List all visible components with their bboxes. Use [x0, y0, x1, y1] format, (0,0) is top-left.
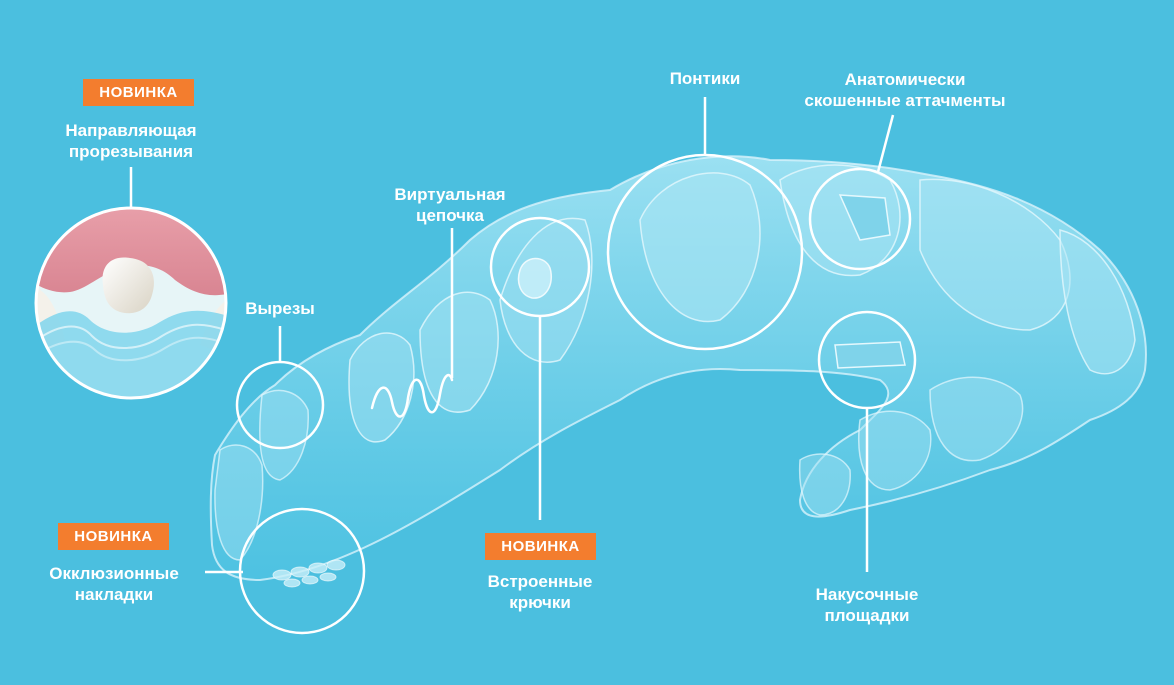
label-bite-ramps: Накусочные площадки	[815, 585, 919, 625]
label-attachments: Анатомически скошенные аттачменты	[804, 70, 1006, 110]
new-badge-builtin-hooks: НОВИНКА	[485, 533, 596, 560]
virtual-chain-line	[370, 373, 454, 418]
label-pontics: Понтики	[669, 69, 741, 88]
label-occlusal-pads: Окклюзионные накладки	[49, 564, 179, 604]
aligner-shape	[209, 155, 1147, 588]
new-badge-eruption-guide: НОВИНКА	[83, 79, 194, 106]
attachments-leader	[876, 114, 895, 173]
label-cutouts: Вырезы	[245, 299, 315, 318]
eruption-guide-inset	[34, 206, 228, 400]
label-eruption-guide: Направляющая прорезывания	[65, 121, 197, 161]
label-builtin-hooks: Встроенные крючки	[487, 572, 593, 612]
attachments-circle	[808, 167, 912, 271]
new-badge-occlusal-pads: НОВИНКА	[58, 523, 169, 550]
label-virtual-chain: Виртуальная цепочка	[394, 185, 506, 225]
